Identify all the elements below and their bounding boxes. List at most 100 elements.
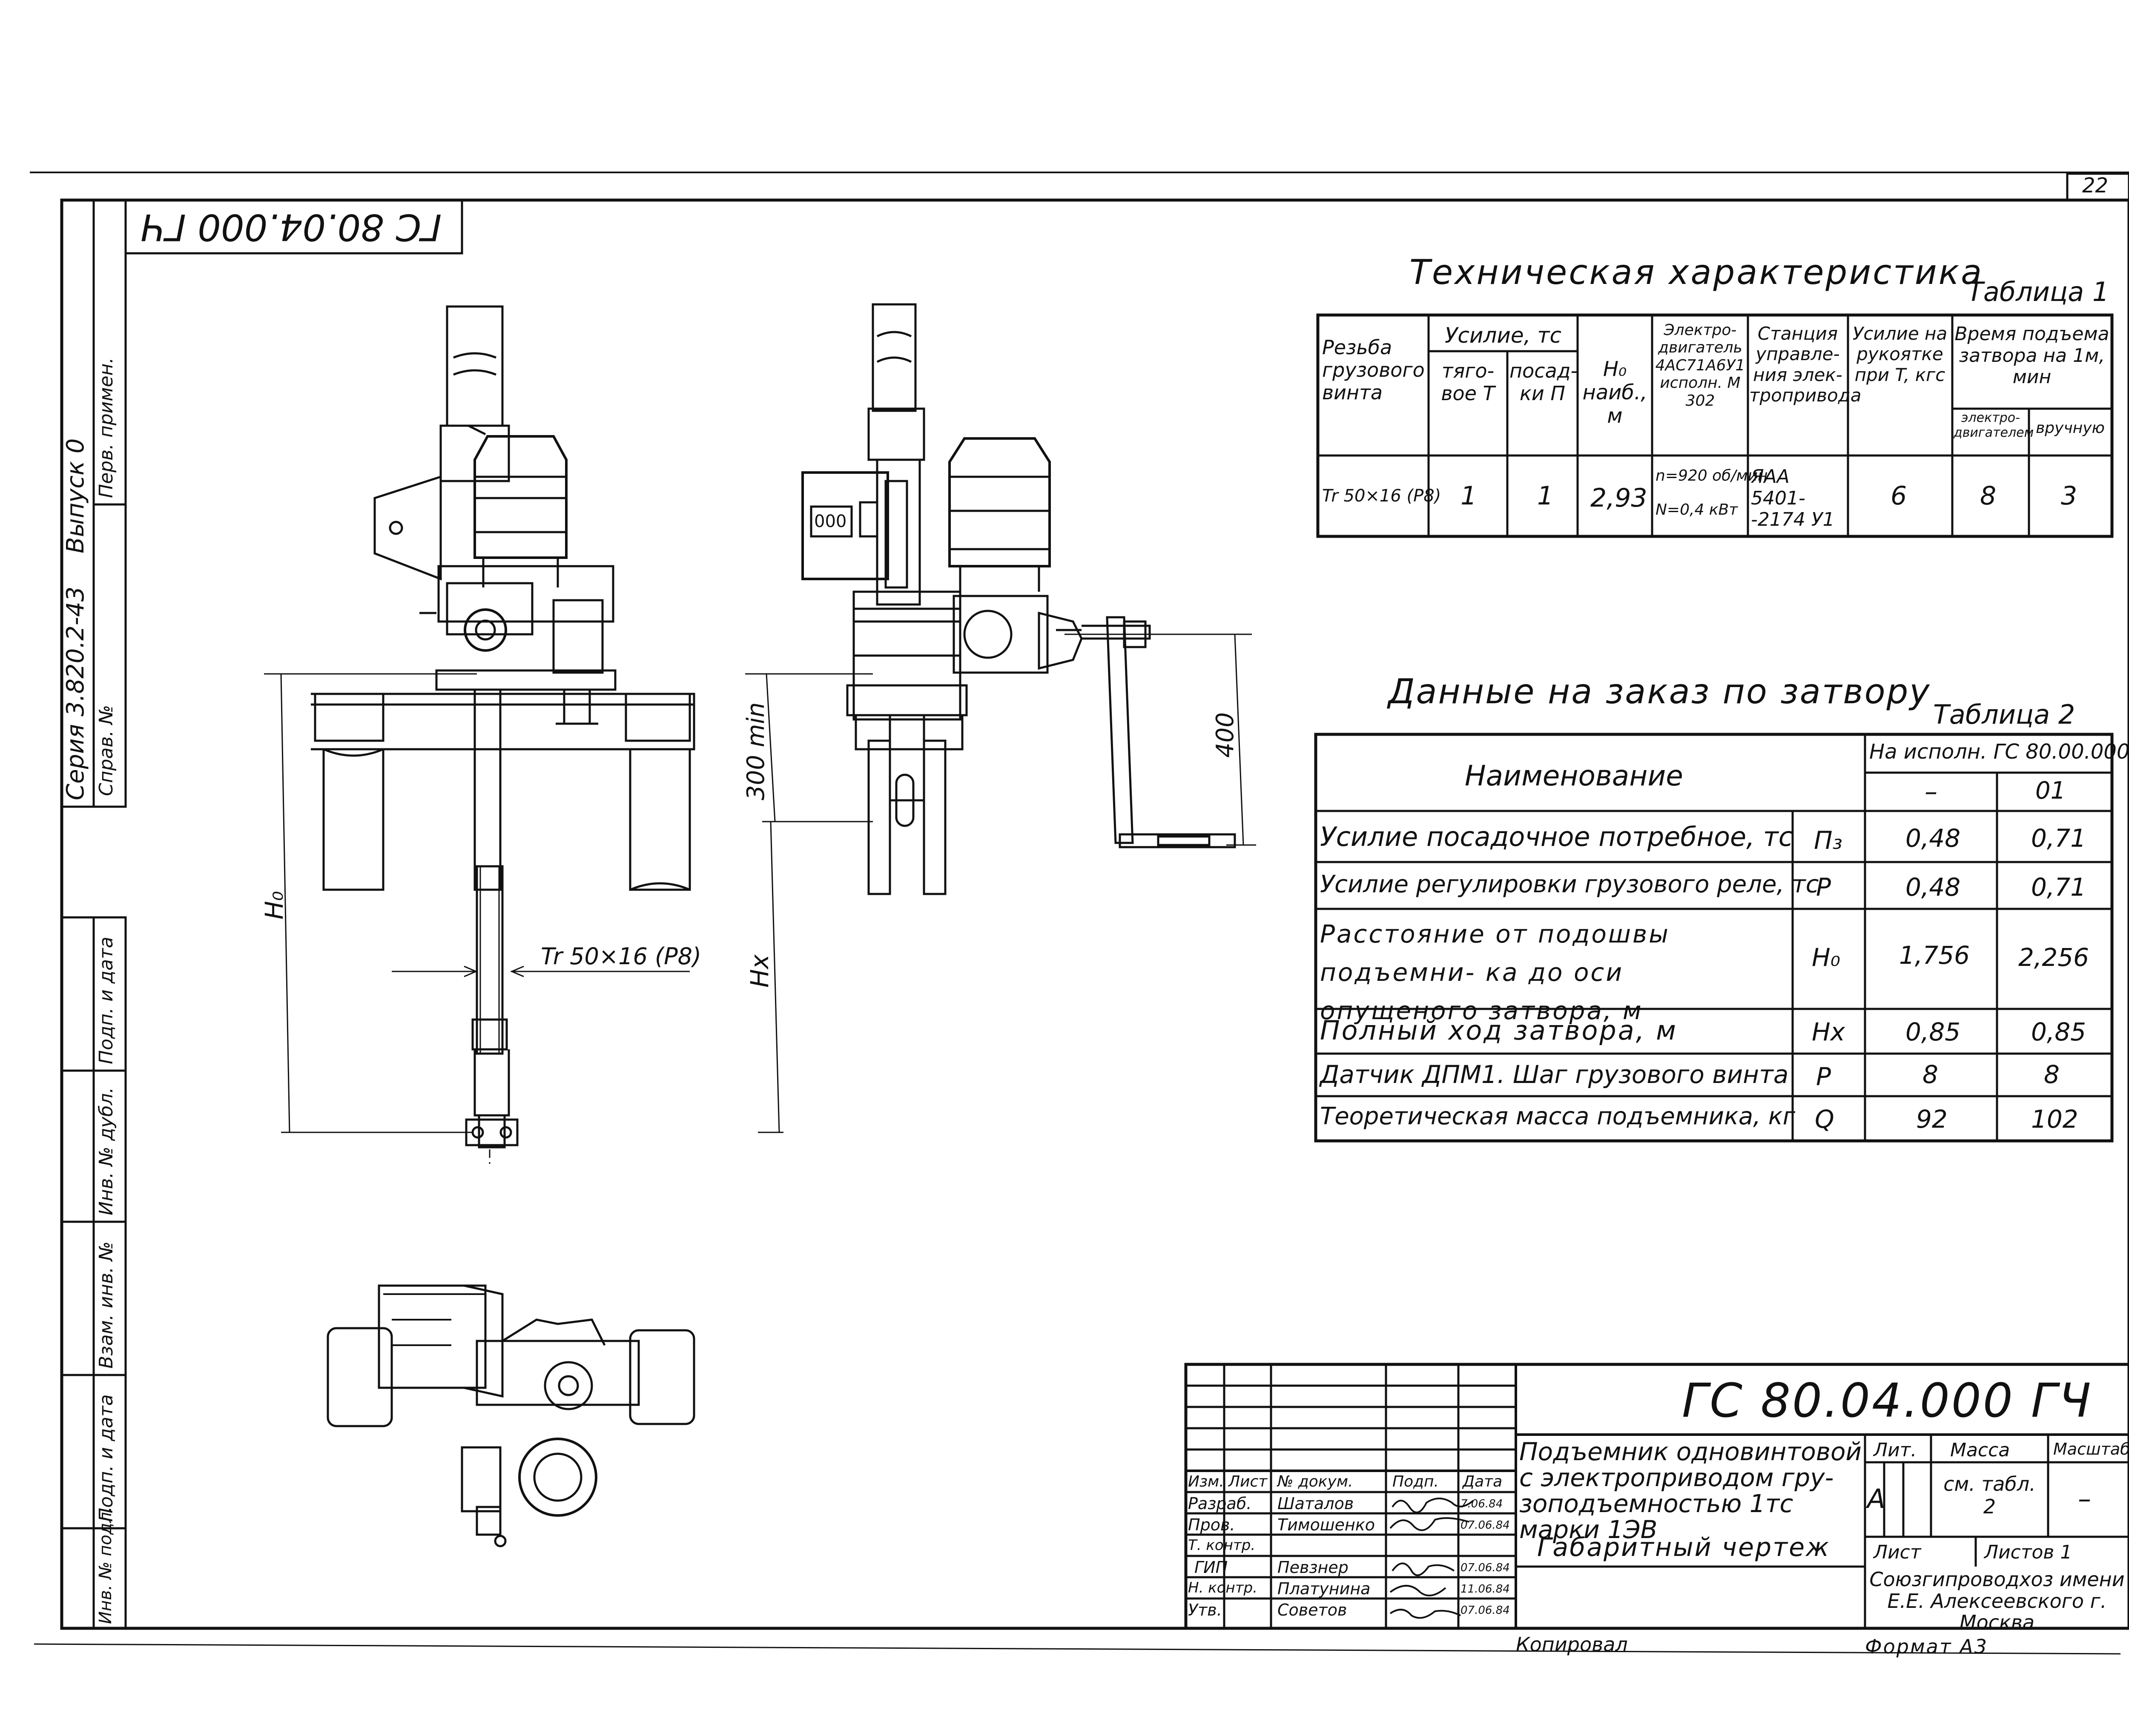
t1-cell-motor-time: 8 <box>1980 481 1997 511</box>
lit-label: Лит. <box>1874 1439 1917 1461</box>
tb-col-date: Дата <box>1463 1473 1503 1490</box>
t1-cell-station: ЯАА 5401- -2174 У1 <box>1751 466 1835 531</box>
issue-label: Выпуск 0 <box>62 438 89 553</box>
t2-head-name: Наименование <box>1465 759 1683 792</box>
scale-value: – <box>2078 1483 2091 1514</box>
dim-400-label: 400 <box>1211 712 1239 758</box>
t1-head-pull: тяго- вое T <box>1441 359 1495 405</box>
t2-row-sym: П₃ <box>1814 826 1842 855</box>
flipped-doc-code: ГС 80.04.000 ГЧ <box>141 206 442 248</box>
t2-row-b: 102 <box>2031 1105 2078 1134</box>
series-label: Серия 3.820.2-43 <box>62 586 89 800</box>
page-number: 22 <box>2082 174 2109 198</box>
t1-head-station: Станция управле- ния элек- тропривода <box>1749 323 1862 406</box>
dim-300-label: 300 min <box>742 702 770 800</box>
t2-row-sym: P <box>1816 1062 1831 1091</box>
t2-row-name: Усилие регулировки грузового реле, тс <box>1320 871 1819 898</box>
side-field-dup-no: Инв. № дубл. <box>95 1087 117 1215</box>
t2-row-a: 8 <box>1922 1060 1938 1089</box>
t2-row-name: Теоретическая масса подъемника, кг <box>1320 1103 1796 1130</box>
thread-label: Tr 50×16 (P8) <box>541 943 702 970</box>
signer-role: Пров. <box>1188 1515 1235 1534</box>
signer-role: Н. контр. <box>1188 1579 1257 1596</box>
signer-date: 07.06.84 <box>1460 1604 1510 1617</box>
t2-row-name: Расстояние от подошвы подъемни- ка до ос… <box>1320 920 1670 1025</box>
signer-role: ГИП <box>1194 1558 1228 1577</box>
page-number-box <box>2066 172 2129 201</box>
signer-name: Певзнер <box>1277 1558 1349 1577</box>
t1-head-lift-manual: вручную <box>2036 419 2105 437</box>
t1-head-land: посад- ки П <box>1509 359 1578 405</box>
t1-head-motor: Электро- двигатель 4АС71А6У1 исполн. М 3… <box>1655 321 1745 410</box>
t2-row-sym: Q <box>1815 1105 1834 1134</box>
organization: Союзгипроводхоз имени Е.Е. Алексеевского… <box>1869 1568 2125 1634</box>
t1-head-force: Усилие, тс <box>1444 323 1562 348</box>
hx-dimension-label: Hx <box>745 954 774 988</box>
t1-head-thread: Резьба грузового винта <box>1322 336 1425 404</box>
t2-row-a: 0,85 <box>1905 1017 1961 1046</box>
signer-date: 11.06.84 <box>1460 1583 1510 1596</box>
t1-head-h0: H₀ наиб., м <box>1582 357 1647 428</box>
t1-head-lift-time: Время подъема затвора на 1м, мин <box>1954 323 2109 388</box>
copied-label: Копировал <box>1516 1633 1628 1656</box>
signer-name: Тимошенко <box>1277 1515 1375 1534</box>
side-view <box>745 303 1256 1133</box>
t2-row-sym: P <box>1816 873 1831 902</box>
t2-row-b: 0,85 <box>2031 1017 2086 1046</box>
tb-col-sign: Подп. <box>1392 1473 1439 1490</box>
signer-role: Разраб. <box>1188 1494 1252 1513</box>
table1-title: Техническая характеристика <box>1409 252 1984 292</box>
signer-date: 7.06.84 <box>1460 1498 1503 1510</box>
side-field-orig-no: Инв. № подл. <box>96 1507 115 1624</box>
side-field-ref-no: Справ. № <box>95 705 117 796</box>
tb-col-list: Лист <box>1228 1473 1268 1490</box>
side-field-first-use: Перв. примен. <box>95 357 117 498</box>
front-view <box>264 305 695 1164</box>
t2-row-a: 92 <box>1916 1105 1948 1134</box>
t2-col-b: 01 <box>2035 777 2066 805</box>
t2-row-a: 1,756 <box>1899 941 1970 970</box>
tb-col-izm: Изм. <box>1188 1473 1224 1490</box>
table2-title: Данные на заказ по затвору <box>1388 672 1931 711</box>
signatures <box>1389 1498 1474 1619</box>
t2-row-b: 0,71 <box>2031 824 2086 853</box>
t1-cell-h0: 2,93 <box>1590 483 1647 513</box>
t1-cell-handle: 6 <box>1891 481 1907 511</box>
side-field-sign-date: Подп. и дата <box>95 937 117 1064</box>
t1-cell-motor-power: N=0,4 кВт <box>1656 501 1738 519</box>
h0-dimension-label: H₀ <box>260 891 289 920</box>
t2-head-exec: На исполн. ГС 80.00.000 – <box>1869 740 2129 764</box>
t2-row-b: 8 <box>2044 1060 2060 1089</box>
signer-date: 07.06.84 <box>1460 1519 1510 1532</box>
title-block-description: Подъемник одновинтовой с электроприводом… <box>1519 1437 1862 1544</box>
signer-role: Утв. <box>1188 1601 1222 1619</box>
mass-value: см. табл. 2 <box>1943 1472 2036 1518</box>
t1-head-lift-motor: электро- двигателем <box>1954 410 2034 440</box>
table1-label: Таблица 1 <box>1967 276 2109 307</box>
t2-row-sym: H₀ <box>1812 943 1840 972</box>
lit-value: А <box>1867 1483 1885 1514</box>
t2-row-b: 2,256 <box>2018 943 2089 972</box>
sheets-label: Листов 1 <box>1984 1541 2072 1563</box>
signer-name: Шаталов <box>1277 1494 1354 1513</box>
side-field-replace-no: Взам. инв. № <box>95 1241 117 1369</box>
t2-row-sym: Hx <box>1812 1017 1845 1046</box>
signer-name: Платунина <box>1277 1579 1371 1598</box>
plan-view <box>327 1284 695 1547</box>
t1-cell-manual-time: 3 <box>2061 481 2077 511</box>
t1-cell-land: 1 <box>1537 481 1554 511</box>
tb-col-doc: № докум. <box>1277 1473 1353 1490</box>
signer-date: 07.06.84 <box>1460 1561 1510 1574</box>
t1-cell-motor-n: n=920 об/мин <box>1656 467 1768 484</box>
title-block-code: ГС 80.04.000 ГЧ <box>1682 1373 2093 1428</box>
format-label: Формат А3 <box>1865 1635 1988 1658</box>
signer-name: Советов <box>1277 1601 1347 1619</box>
title-block-grid <box>1184 1363 2129 1630</box>
t2-row-a: 0,48 <box>1905 824 1961 853</box>
scale-label: Масштаб <box>2053 1440 2129 1458</box>
indicator-digits: 000 <box>814 512 847 531</box>
t1-cell-pull: 1 <box>1460 481 1477 511</box>
t2-row-a: 0,48 <box>1905 873 1961 902</box>
